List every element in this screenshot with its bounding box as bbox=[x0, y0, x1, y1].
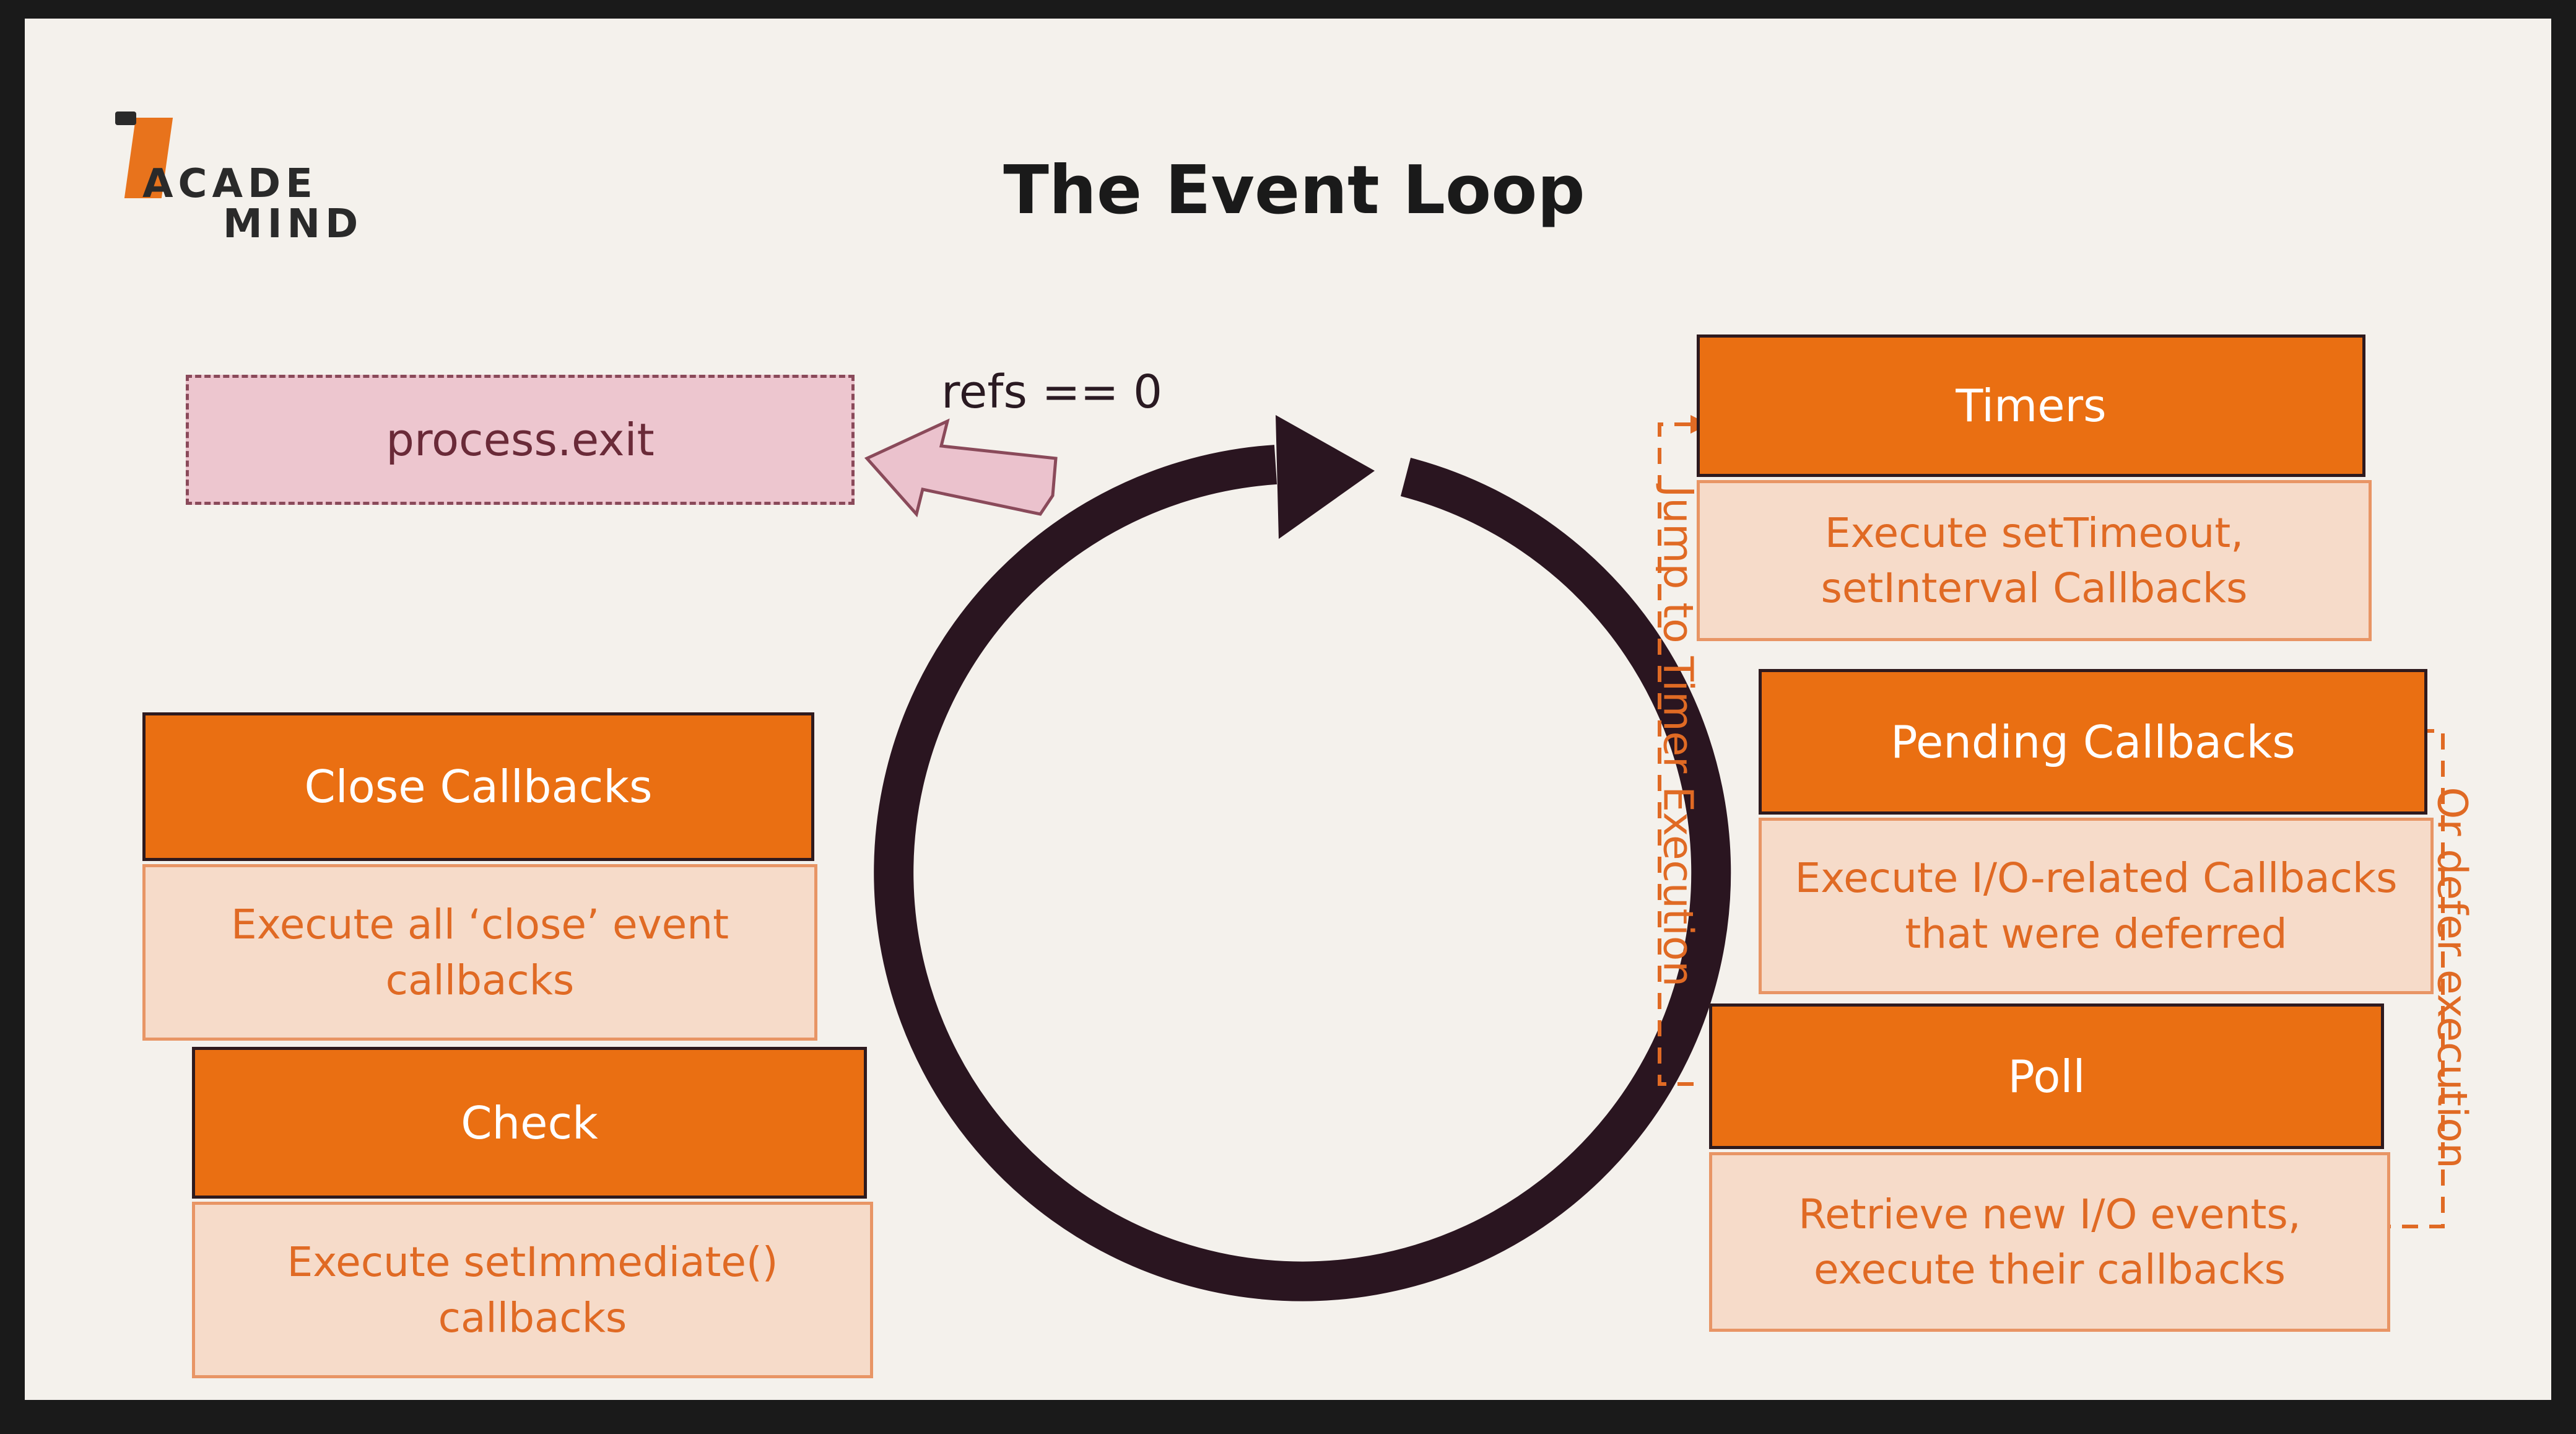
loop-arrowhead-icon bbox=[1276, 415, 1375, 539]
poll-phase-box: Poll bbox=[1709, 1003, 2384, 1149]
check-desc-text: Execute setImmediate() callbacks bbox=[287, 1238, 778, 1342]
pending-phase-box: Pending Callbacks bbox=[1759, 669, 2427, 815]
pending-desc-text: Execute I/O-related Callbacks that were … bbox=[1795, 854, 2398, 958]
close-desc-box: Execute all ‘close’ event callbacks bbox=[142, 864, 817, 1041]
timers-desc-box: Execute setTimeout, setInterval Callback… bbox=[1697, 480, 2372, 641]
process-exit-label: process.exit bbox=[386, 414, 655, 466]
poll-desc-text: Retrieve new I/O events, execute their c… bbox=[1798, 1190, 2301, 1293]
page-title: The Event Loop bbox=[1003, 152, 1585, 229]
logo-text-line2: MIND bbox=[223, 201, 363, 247]
check-phase-label: Check bbox=[461, 1096, 598, 1149]
close-phase-label: Close Callbacks bbox=[304, 761, 653, 813]
timers-desc-text: Execute setTimeout, setInterval Callback… bbox=[1821, 509, 2248, 612]
poll-phase-label: Poll bbox=[2008, 1050, 2086, 1103]
jump-to-timer-annotation: Jump to Timer Execution bbox=[1654, 485, 1702, 987]
process-exit-box: process.exit bbox=[186, 375, 855, 505]
loop-circle-arc bbox=[874, 445, 1731, 1301]
close-desc-text: Execute all ‘close’ event callbacks bbox=[231, 901, 729, 1004]
timers-phase-box: Timers bbox=[1697, 334, 2365, 477]
close-phase-box: Close Callbacks bbox=[142, 712, 814, 861]
logo-text-line1: ACADE bbox=[142, 161, 318, 207]
jump-dashed-connector bbox=[1658, 422, 1694, 1086]
logo-dot-icon bbox=[115, 111, 136, 125]
check-desc-box: Execute setImmediate() callbacks bbox=[192, 1202, 873, 1378]
pending-phase-label: Pending Callbacks bbox=[1891, 715, 2295, 768]
timers-phase-label: Timers bbox=[1956, 380, 2107, 432]
academind-logo: ACADE MIND bbox=[115, 111, 378, 248]
poll-desc-box: Retrieve new I/O events, execute their c… bbox=[1709, 1152, 2390, 1332]
pending-desc-box: Execute I/O-related Callbacks that were … bbox=[1759, 818, 2434, 994]
slide: ACADE MIND The Event Loop process.exit r… bbox=[25, 19, 2551, 1400]
defer-execution-annotation: Or defer execution bbox=[2428, 787, 2476, 1169]
refs-condition-label: refs == 0 bbox=[941, 365, 1163, 419]
check-phase-box: Check bbox=[192, 1047, 867, 1199]
